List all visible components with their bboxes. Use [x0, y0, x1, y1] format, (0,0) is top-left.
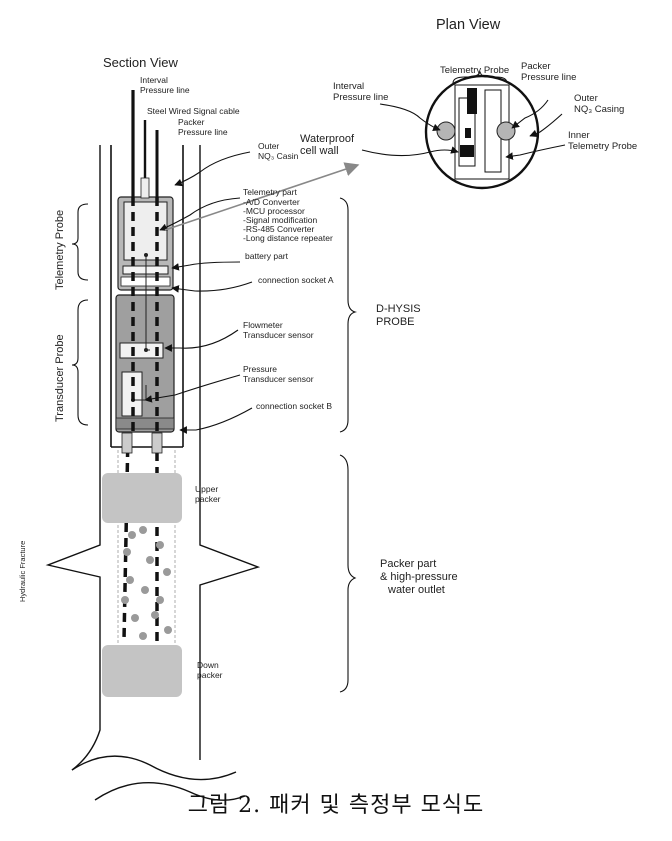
- lower-fitting-left: [121, 432, 133, 454]
- label-interval-1: Interval: [140, 75, 168, 85]
- plan-label-telemetry-probe: Telemetry Probe: [440, 65, 509, 76]
- label-dhysis-2: PROBE: [376, 316, 415, 328]
- section-leader-lines: [144, 151, 253, 434]
- perforated-pipe: [117, 450, 176, 650]
- plan-label-outer-1: Outer: [574, 93, 598, 104]
- label-transducer-probe-side: Transducer Probe: [54, 334, 66, 422]
- plan-view-title: Plan View: [436, 17, 501, 33]
- label-upper-packer-2: packer: [195, 494, 221, 504]
- telemetry-item-4: -RS-485 Converter: [243, 224, 315, 234]
- label-steel-cable: Steel Wired Signal cable: [147, 106, 240, 116]
- section-to-plan-pointer: [164, 162, 360, 231]
- telemetry-item-3: -Signal modification: [243, 215, 317, 225]
- label-flowmeter-2: Transducer sensor: [243, 330, 314, 340]
- label-outer-casing-1: Outer: [258, 141, 279, 151]
- upper-packer: [102, 473, 182, 523]
- socket-b-box: [115, 417, 175, 430]
- label-flowmeter-1: Flowmeter: [243, 320, 283, 330]
- label-packer-part-1: Packer part: [380, 558, 436, 570]
- plan-label-packer-1: Packer: [521, 61, 551, 72]
- plan-leader-lines: [361, 99, 566, 160]
- label-packer-1: Packer: [178, 117, 205, 127]
- label-packer-2: Pressure line: [178, 127, 228, 137]
- borehole-walls: [45, 145, 261, 801]
- label-waterproof-1: Waterproof: [300, 133, 355, 145]
- label-packer-part-3: water outlet: [387, 584, 445, 596]
- label-pressure-2: Transducer sensor: [243, 374, 314, 384]
- section-view-title: Section View: [103, 55, 179, 70]
- label-outer-casing-2: NQ₃ Casin: [258, 151, 299, 161]
- label-socket-a: connection socket A: [258, 275, 334, 285]
- telemetry-part-box: [123, 201, 168, 261]
- plan-view-circle: [424, 74, 540, 190]
- label-socket-b: connection socket B: [256, 401, 332, 411]
- plan-label-outer-2: NQ₃ Casing: [574, 104, 624, 115]
- interval-pressure-line: [122, 90, 135, 641]
- water-outlet-dots: [121, 526, 172, 640]
- label-pressure-1: Pressure: [243, 364, 277, 374]
- label-upper-packer-1: Upper: [195, 484, 218, 494]
- label-down-packer-2: packer: [197, 670, 223, 680]
- steel-wired-signal-cable: [140, 120, 150, 199]
- plan-label-interval-2: Pressure line: [333, 92, 388, 103]
- plan-label-interval-1: Interval: [333, 81, 364, 92]
- plan-label-inner-2: Telemetry Probe: [568, 141, 637, 152]
- plan-label-inner-1: Inner: [568, 130, 590, 141]
- plan-brace: [452, 70, 508, 84]
- right-brackets: [339, 197, 357, 693]
- label-down-packer-1: Down: [197, 660, 219, 670]
- telemetry-item-5: -Long distance repeater: [243, 233, 333, 243]
- label-packer-part-2: & high-pressure: [380, 571, 458, 583]
- telemetry-item-1: -A/D Converter: [243, 197, 300, 207]
- label-battery: battery part: [245, 251, 289, 261]
- label-waterproof-2: cell wall: [300, 145, 339, 157]
- down-packer: [102, 645, 182, 697]
- figure-caption: 그림 2. 패커 및 측정부 모식도: [188, 793, 485, 818]
- label-telemetry-probe-side: Telemetry Probe: [54, 210, 66, 290]
- telemetry-item-2: -MCU processor: [243, 206, 305, 216]
- left-brackets: [71, 203, 89, 426]
- label-hydraulic-fracture: Hydraulic Fracture: [18, 541, 27, 602]
- label-telemetry-part: Telemetry part: [243, 187, 297, 197]
- flowmeter-sensor-box: [119, 342, 164, 359]
- label-dhysis-1: D-HYSIS: [376, 303, 421, 315]
- plan-label-packer-2: Pressure line: [521, 72, 576, 83]
- label-interval-2: Pressure line: [140, 85, 190, 95]
- lower-fitting-right: [151, 432, 163, 454]
